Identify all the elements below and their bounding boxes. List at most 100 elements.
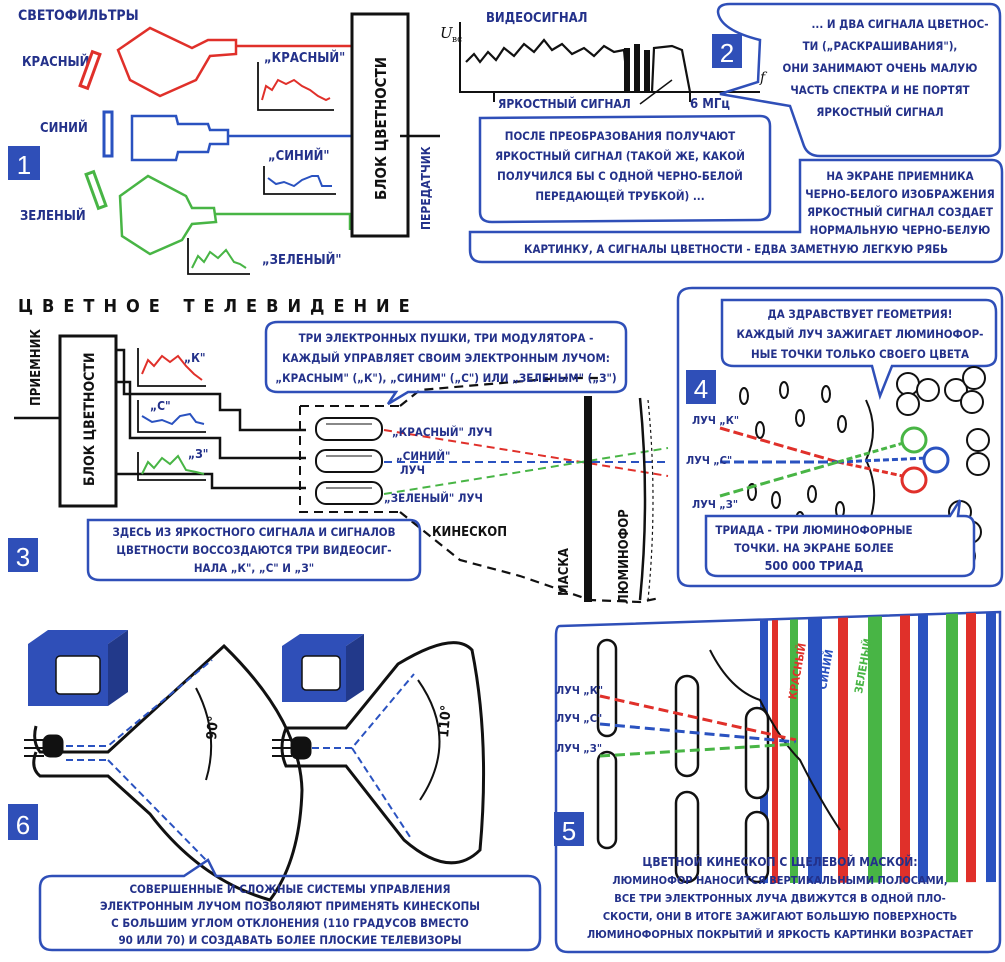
svg-text:СКОСТИ, ОНИ В ИТОГЕ ЗАЖИГАЮТ Б: СКОСТИ, ОНИ В ИТОГЕ ЗАЖИГАЮТ БОЛЬШУЮ ПОВ… [603, 910, 957, 923]
ray-k [720, 428, 838, 462]
filter-blue-label: СИНИЙ [40, 120, 88, 136]
tv-icon-110 [282, 634, 364, 702]
stripe-red-label: КРАСНЫЙ [786, 642, 809, 700]
svg-text:КАЖДЫЙ ЛУЧ ЗАЖИГАЕТ ЛЮМИНОФОР-: КАЖДЫЙ ЛУЧ ЗАЖИГАЕТ ЛЮМИНОФОР- [737, 326, 984, 341]
panel-5-number: 5 [562, 816, 576, 846]
svg-text:ТРИ ЭЛЕКТРОННЫХ ПУШКИ, ТРИ МОД: ТРИ ЭЛЕКТРОННЫХ ПУШКИ, ТРИ МОДУЛЯТОРА - [299, 331, 594, 345]
page-title: ЦВЕТНОЕ ТЕЛЕВИДЕНИЕ [18, 296, 419, 317]
note-guns-text: ТРИ ЭЛЕКТРОННЫХ ПУШКИ, ТРИ МОДУЛЯТОРА - … [275, 331, 616, 385]
svg-text:НЫЕ ТОЧКИ ТОЛЬКО СВОЕГО ЦВЕТА: НЫЕ ТОЧКИ ТОЛЬКО СВОЕГО ЦВЕТА [751, 347, 969, 361]
kinescope-label: КИНЕСКОП [432, 525, 507, 540]
note-geometry-text: ДА ЗДРАВСТВУЕТ ГЕОМЕТРИЯ! КАЖДЫЙ ЛУЧ ЗАЖ… [737, 307, 984, 361]
ray-k-5-label: ЛУЧ „К" [556, 684, 603, 697]
ray-blue-label-1: „СИНИЙ" [396, 448, 450, 463]
svg-text:ДА ЗДРАВСТВУЕТ ГЕОМЕТРИЯ!: ДА ЗДРАВСТВУЕТ ГЕОМЕТРИЯ! [768, 307, 953, 321]
panel-1-number: 1 [17, 150, 31, 180]
panel-6: 90° 110° 6 СОВЕРШЕННЫЕ И СЛОЖНЫЕ СИСТЕМЫ… [8, 630, 540, 950]
svg-text:ОНИ ЗАНИМАЮТ ОЧЕНЬ МАЛУЮ: ОНИ ЗАНИМАЮТ ОЧЕНЬ МАЛУЮ [783, 61, 978, 75]
svg-text:ВСЕ ТРИ ЭЛЕКТРОННЫХ ЛУЧА ДВИЖУ: ВСЕ ТРИ ЭЛЕКТРОННЫХ ЛУЧА ДВИЖУТСЯ В ОДНО… [614, 892, 945, 905]
signal-k: „К" [138, 348, 206, 386]
svg-text:ЛЮМИНОФОР НАНОСИТСЯ ВЕРТИКАЛЬН: ЛЮМИНОФОР НАНОСИТСЯ ВЕРТИКАЛЬНЫМИ ПОЛОСА… [612, 874, 947, 887]
ray-green-label: „ЗЕЛЕНЫЙ" ЛУЧ [384, 490, 483, 505]
ray-c-5-label: ЛУЧ „С" [556, 712, 602, 725]
svg-text:ЧАСТЬ СПЕКТРА И НЕ ПОРТЯТ: ЧАСТЬ СПЕКТРА И НЕ ПОРТЯТ [790, 83, 969, 97]
svg-text:КАРТИНКУ, А СИГНАЛЫ ЦВЕТНОСТИ: КАРТИНКУ, А СИГНАЛЫ ЦВЕТНОСТИ - ЕДВА ЗАМ… [524, 242, 948, 256]
svg-text:НАЛА „К", „С" И „З": НАЛА „К", „С" И „З" [194, 561, 314, 575]
svg-text:ЦВЕТНОЙ КИНЕСКОП С ЩЕЛЕВОЙ МАС: ЦВЕТНОЙ КИНЕСКОП С ЩЕЛЕВОЙ МАСКОЙ: [642, 854, 917, 869]
svg-text:ТИ („РАСКРАШИВАНИЯ"),: ТИ („РАСКРАШИВАНИЯ"), [803, 39, 958, 53]
svg-text:НА ЭКРАНЕ ПРИЕМНИКА: НА ЭКРАНЕ ПРИЕМНИКА [826, 169, 973, 183]
filter-red-label: КРАСНЫЙ [22, 54, 89, 70]
svg-text:ЦВЕТНОСТИ ВОССОЗДАЮТСЯ ТРИ ВИД: ЦВЕТНОСТИ ВОССОЗДАЮТСЯ ТРИ ВИДЕОСИГ- [116, 543, 391, 557]
color-block-1-label: БЛОК ЦВЕТНОСТИ [372, 57, 390, 200]
panel-2-number: 2 [720, 38, 734, 68]
svg-text:ПОСЛЕ ПРЕОБРАЗОВАНИЯ ПОЛУЧАЮТ: ПОСЛЕ ПРЕОБРАЗОВАНИЯ ПОЛУЧАЮТ [505, 129, 735, 143]
ray-z-5-label: ЛУЧ „З" [556, 742, 602, 755]
svg-text:500 000 ТРИАД: 500 000 ТРИАД [765, 558, 864, 573]
svg-text:„КРАСНЫМ" („К"), „СИНИМ" („С"): „КРАСНЫМ" („К"), „СИНИМ" („С") ИЛИ „ЗЕЛЕ… [275, 371, 616, 385]
svg-text:... И ДВА СИГНАЛА ЦВЕТНОС-: ... И ДВА СИГНАЛА ЦВЕТНОС- [811, 17, 988, 31]
luma-axis-label: ЯРКОСТНЫЙ СИГНАЛ [498, 96, 631, 111]
svg-text:ЯРКОСТНЫЙ СИГНАЛ: ЯРКОСТНЫЙ СИГНАЛ [816, 104, 943, 119]
angle-90-label: 90° [204, 715, 222, 740]
svg-text:90 ИЛИ 70) И СОЗДАВАТЬ БОЛЕЕ П: 90 ИЛИ 70) И СОЗДАВАТЬ БОЛЕЕ ПЛОСКИЕ ТЕЛ… [118, 933, 461, 947]
ray-k-label: ЛУЧ „К" [692, 414, 739, 427]
panel-4-number: 4 [694, 374, 708, 404]
svg-text:ТОЧКИ. НА ЭКРАНЕ БОЛЕЕ: ТОЧКИ. НА ЭКРАНЕ БОЛЕЕ [734, 541, 894, 555]
blue-filter [104, 112, 112, 156]
caption-5-text: ЦВЕТНОЙ КИНЕСКОП С ЩЕЛЕВОЙ МАСКОЙ: ЛЮМИН… [587, 854, 973, 941]
svg-text:КАЖДЫЙ УПРАВЛЯЕТ СВОИМ ЭЛЕКТРО: КАЖДЫЙ УПРАВЛЯЕТ СВОИМ ЭЛЕКТРОННЫМ ЛУЧОМ… [282, 350, 610, 365]
svg-text:ЯРКОСТНЫЙ СИГНАЛ (ТАКОЙ ЖЕ, КА: ЯРКОСТНЫЙ СИГНАЛ (ТАКОЙ ЖЕ, КАКОЙ [495, 148, 745, 163]
filters-title: СВЕТОФИЛЬТРЫ [18, 8, 139, 24]
svg-text:ЛЮМИНОФОРНЫХ ПОКРЫТИЙ И ЯРКОСТ: ЛЮМИНОФОРНЫХ ПОКРЫТИЙ И ЯРКОСТЬ КАРТИНКИ… [587, 928, 973, 941]
svg-text:„КРАСНЫЙ": „КРАСНЫЙ" [264, 50, 345, 66]
caption-6-text: СОВЕРШЕННЫЕ И СЛОЖНЫЕ СИСТЕМЫ УПРАВЛЕНИЯ… [100, 882, 480, 947]
color-block-3-label: БЛОК ЦВЕТНОСТИ [82, 352, 98, 486]
panel-5: ЛУЧ „К" ЛУЧ „С" ЛУЧ „З" КРАСНЫЙ СИНИЙ ЗЕ… [554, 610, 1000, 952]
svg-text:ПЕРЕДАЮЩЕЙ ТРУБКОЙ) ...: ПЕРЕДАЮЩЕЙ ТРУБКОЙ) ... [535, 188, 704, 203]
phosphor-screen [640, 398, 645, 600]
triad-lit [902, 428, 948, 492]
panel-4: ДА ЗДРАВСТВУЕТ ГЕОМЕТРИЯ! КАЖДЫЙ ЛУЧ ЗАЖ… [678, 288, 1002, 586]
panel-3: ПРИЕМНИК БЛОК ЦВЕТНОСТИ „К" „С" „З" [8, 322, 668, 604]
note-chroma-text: ... И ДВА СИГНАЛА ЦВЕТНОС- ТИ („РАСКРАШИ… [783, 17, 989, 119]
mask-holes [740, 382, 846, 528]
svg-text:ЧЕРНО-БЕЛОГО ИЗОБРАЖЕНИЯ: ЧЕРНО-БЕЛОГО ИЗОБРАЖЕНИЯ [805, 187, 994, 201]
phosphor-label: ЛЮМИНОФОР [617, 509, 632, 604]
ray-z-label: ЛУЧ „З" [692, 498, 738, 511]
svg-text:СОВЕРШЕННЫЕ И СЛОЖНЫЕ СИСТЕМЫ: СОВЕРШЕННЫЕ И СЛОЖНЫЕ СИСТЕМЫ УПРАВЛЕНИЯ [129, 882, 450, 896]
panel-2: U вс ВИДЕОСИГНАЛ f ЯРКОСТНЫЙ СИГНАЛ 6 МГ… [440, 4, 1002, 262]
chroma-spectrum-curve [652, 46, 690, 92]
svg-text:НОРМАЛЬНУЮ ЧЕРНО-БЕЛУЮ: НОРМАЛЬНУЮ ЧЕРНО-БЕЛУЮ [810, 223, 991, 237]
transmitter-label: ПЕРЕДАТЧИК [419, 146, 433, 230]
slot-mask [598, 640, 768, 882]
signal-graph-blue: „СИНИЙ" [264, 148, 336, 194]
signal-graph-red: „КРАСНЫЙ" [258, 50, 345, 110]
receiver-label: ПРИЕМНИК [29, 329, 44, 406]
svg-text:„СИНИЙ": „СИНИЙ" [268, 148, 330, 164]
svg-text:ТРИАДА - ТРИ ЛЮМИНОФОРНЫЕ: ТРИАДА - ТРИ ЛЮМИНОФОРНЫЕ [715, 523, 912, 537]
filter-green-label: ЗЕЛЕНЫЙ [20, 208, 86, 224]
signal-c: „С" [138, 399, 206, 432]
freq-label: 6 МГц [690, 97, 730, 112]
electron-guns [316, 418, 382, 504]
ray-z [720, 462, 838, 496]
ray-blue-label-2: ЛУЧ [400, 463, 425, 477]
svg-text:С БОЛЬШИМ УГЛОМ ОТКЛОНЕНИЯ (11: С БОЛЬШИМ УГЛОМ ОТКЛОНЕНИЯ (110 ГРАДУСОВ… [111, 916, 469, 930]
angle-110-label: 110° [436, 704, 455, 738]
svg-text:ЭЛЕКТРОННЫМ ЛУЧОМ ПОЗВОЛЯЮТ ПР: ЭЛЕКТРОННЫМ ЛУЧОМ ПОЗВОЛЯЮТ ПРИМЕНЯТЬ КИ… [100, 899, 480, 913]
note-recreate-text: ЗДЕСЬ ИЗ ЯРКОСТНОГО СИГНАЛА И СИГНАЛОВ Ц… [113, 525, 396, 575]
svg-text:„ЗЕЛЕНЫЙ": „ЗЕЛЕНЫЙ" [262, 252, 341, 268]
panel-3-number: 3 [16, 542, 30, 572]
shadow-mask [584, 396, 592, 602]
note-luma-text: ПОСЛЕ ПРЕОБРАЗОВАНИЯ ПОЛУЧАЮТ ЯРКОСТНЫЙ … [495, 129, 745, 203]
ray-red-label: „КРАСНЫЙ" ЛУЧ [392, 424, 492, 439]
video-signal-label: ВИДЕОСИГНАЛ [486, 11, 587, 26]
svg-text:„З": „З" [188, 447, 208, 461]
panel-6-number: 6 [16, 810, 30, 840]
svg-text:ПОЛУЧИЛСЯ БЫ С ОДНОЙ ЧЕРНО-БЕЛ: ПОЛУЧИЛСЯ БЫ С ОДНОЙ ЧЕРНО-БЕЛОЙ [497, 168, 743, 183]
signal-graph-green: „ЗЕЛЕНЫЙ" [188, 238, 341, 274]
green-filter [86, 172, 106, 209]
svg-text:ЯРКОСТНЫЙ СИГНАЛ СОЗДАЕТ: ЯРКОСТНЫЙ СИГНАЛ СОЗДАЕТ [807, 204, 993, 219]
